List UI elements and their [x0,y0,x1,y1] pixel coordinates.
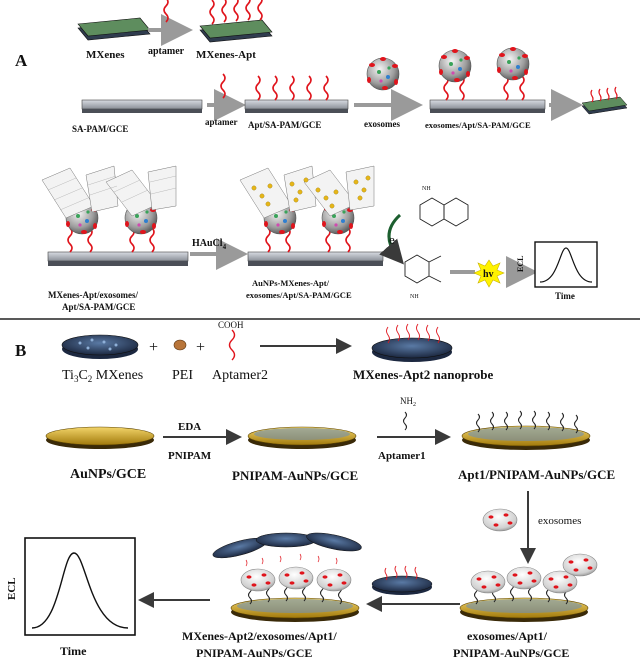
sa-pam-gce-label: SA-PAM/GCE [72,124,128,134]
final-sandwich-b [212,532,362,622]
exosomes-b-label: exosomes [538,515,581,527]
au-sandwich-electrode [239,165,384,266]
electrode-apt [244,75,349,113]
nanoprobe-label: MXenes-Apt2 nanoprobe [353,367,493,382]
hv-label: hv [483,269,494,280]
aptamer2-strand [228,329,236,361]
nh2-top-label: NH [422,186,431,192]
electrode-exosomes [429,46,546,113]
exosome-electrode-b [459,553,598,622]
aptamer-arrow-label: aptamer [205,117,238,127]
probe-on-arrow [371,565,433,595]
time-axis-b: Time [60,644,87,658]
aptamer-top-label: aptamer [148,46,185,57]
mxenes-label: MXenes [86,49,125,61]
pnipam-aunps-label: PNIPAM-AuNPs/GCE [232,468,358,483]
exo-electrode-label2: PNIPAM-AuNPs/GCE [453,646,569,660]
mxenes-apt-label: MXenes-Apt [196,49,256,61]
pnipam-aunps-disk [247,426,357,449]
exosome-particle [366,56,400,91]
nh2-bottom-label: NH [410,294,419,300]
sandwich-label-line2: Apt/SA-PAM/GCE [62,302,135,312]
hv-burst-icon [473,259,505,288]
apt1-pnipam-label: Apt1/PNIPAM-AuNPs/GCE [458,467,615,482]
mxenes-apt-sheet [199,0,273,43]
ecl-plot-b [24,537,136,636]
electrode-sa-pam-gce [81,99,203,113]
apt-sa-pam-label: Apt/SA-PAM/GCE [248,120,321,130]
aptamer-icon-2 [220,73,226,99]
electron-arc [379,213,404,265]
pei-label: PEI [172,368,193,383]
plus-1: + [149,339,158,356]
mxenes-apt2-nanoprobe [371,323,453,362]
exosome-b [482,508,518,532]
mxenes-sheet [77,17,151,41]
final-label-2: PNIPAM-AuNPs/GCE [196,646,312,660]
time-axis-a: Time [555,291,575,301]
ecl-axis-a: ECL [516,256,525,272]
mxenes-apt-probe-mini [581,86,628,115]
exosomes-apt-label: exosomes/Apt/SA-PAM/GCE [425,120,531,130]
exo-electrode-label1: exosomes/Apt1/ [467,629,548,643]
exosomes-label: exosomes [364,119,400,129]
panel-a-label: A [15,51,28,70]
panel-b-label: B [15,341,26,360]
aptamer-icon [163,0,169,23]
aptamer1-strand [402,411,408,431]
pnipam-label: PNIPAM [168,450,212,462]
ti3c2-mxenes-disk [61,334,139,359]
sandwich-electrode [41,165,189,266]
luminol-structure [404,197,469,284]
au-label-line1: AuNPs-MXenes-Apt/ [252,278,330,288]
aunps-gce-label: AuNPs/GCE [70,467,146,482]
haucl4-label: HAuCl4 [192,238,227,251]
apt1-pnipam-disk [461,410,591,450]
ti3c2-label: Ti3C2 MXenes [62,368,143,384]
electron-label: e [389,232,395,247]
cooh-label: COOH [218,320,244,330]
ecl-axis-b: ECL [6,577,18,600]
plus-2: + [196,339,205,356]
aptamer1-label: Aptamer1 [378,450,426,462]
sandwich-label-line1: MXenes-Apt/exosomes/ [48,290,138,300]
aptamer2-label: Aptamer2 [212,368,268,383]
ecl-plot-a [534,241,598,288]
nh2-label: NH2 [400,396,416,408]
au-label-line2: exosomes/Apt/SA-PAM/GCE [246,290,352,300]
aunps-gce-disk [45,426,155,449]
eda-label: EDA [178,421,201,433]
final-label-1: MXenes-Apt2/exosomes/Apt1/ [182,629,337,643]
pei-particle [173,339,187,351]
